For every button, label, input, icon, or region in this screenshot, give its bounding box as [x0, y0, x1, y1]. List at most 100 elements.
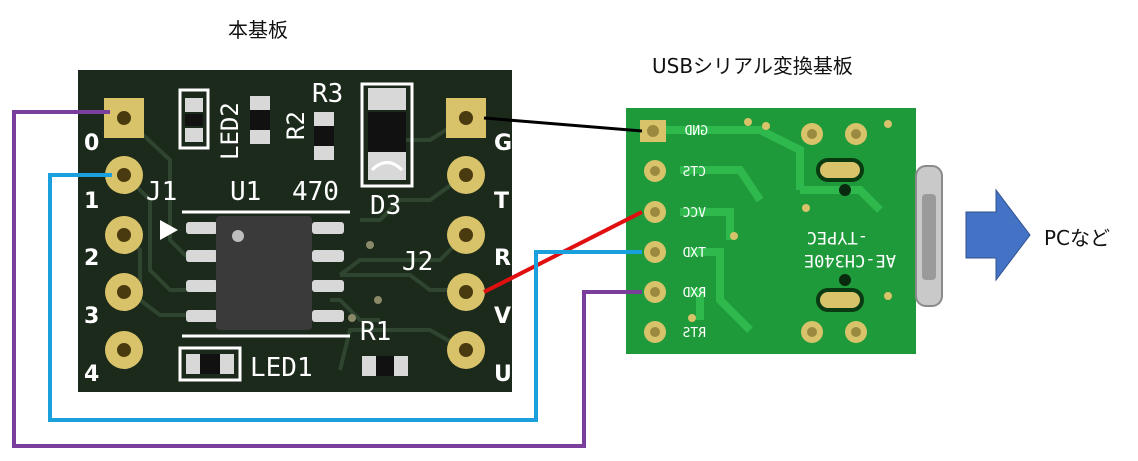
usb-via	[688, 314, 696, 322]
usb-label-rxd: RXD	[682, 286, 706, 301]
usb-via	[762, 122, 770, 130]
usb-shield-slot	[816, 158, 864, 182]
pin-T-hole	[459, 168, 473, 182]
pin-G-hole	[459, 111, 473, 125]
r1-pad-left	[362, 356, 376, 376]
usb-board-type-label: -TYPEC	[807, 227, 868, 247]
pin-label-2: 2	[84, 246, 99, 271]
u1-pin-r3	[312, 280, 344, 292]
d3-pad-bottom	[368, 152, 406, 180]
pin-U-hole	[459, 343, 473, 357]
led1-pad-right	[220, 354, 234, 374]
u1-pin-l4	[186, 310, 218, 322]
pin-label-1: 1	[84, 189, 99, 214]
led1-pad-left	[186, 354, 200, 374]
r3-body	[314, 126, 334, 146]
led1-component: LED1	[178, 346, 313, 383]
via	[348, 314, 356, 322]
wires	[12, 110, 643, 448]
usb-pad-txd-hole	[650, 247, 660, 257]
usb-label-rts: RTS	[683, 326, 706, 341]
u1-chip	[182, 210, 350, 338]
arrow-to-pc-icon	[965, 188, 1031, 282]
usb-via	[884, 120, 892, 128]
usb-pad-rxd-hole	[650, 287, 660, 297]
pin-label-V: V	[494, 304, 511, 329]
led2-pad-top	[185, 98, 203, 112]
via	[374, 296, 382, 304]
u1-pin-l3	[186, 280, 218, 292]
led2-outline	[178, 88, 210, 150]
pin-0-hole	[117, 111, 131, 125]
usb-board-pads	[640, 120, 666, 343]
label-led1: LED1	[250, 353, 313, 383]
usb-via	[744, 118, 752, 126]
usb-conn-hole	[851, 129, 861, 139]
r2-component: R2	[250, 96, 310, 144]
d3-marking	[370, 161, 404, 172]
led1-outline	[178, 346, 242, 382]
led2-component: LED2	[178, 88, 244, 160]
led2-pad-bottom	[185, 128, 203, 142]
label-r3: R3	[312, 79, 343, 109]
u1-pin-l1	[186, 222, 218, 234]
label-r1: R1	[360, 317, 391, 347]
pin-label-0: 0	[84, 131, 99, 156]
usb-label-txd: TXD	[682, 246, 706, 261]
usb-mount-hole	[839, 184, 851, 196]
wire-g-gnd	[483, 116, 643, 133]
usb-pad-gnd-hole	[647, 125, 659, 137]
usb-via	[884, 292, 892, 300]
r1-body	[376, 356, 394, 376]
pin-V-hole	[459, 285, 473, 299]
pin-label-3: 3	[84, 304, 99, 329]
u1-pin-r4	[312, 310, 344, 322]
label-j2: J2	[402, 247, 433, 277]
right-header: G T R V U	[446, 98, 512, 387]
label-470: 470	[292, 177, 339, 207]
r2-pad-top	[250, 96, 270, 110]
u1-pin-r2	[312, 250, 344, 262]
usb-conn-hole	[807, 327, 817, 337]
usb-pad-rts-hole	[650, 327, 660, 337]
r3-component: R3	[312, 79, 343, 160]
r3-pad-bottom	[314, 146, 334, 160]
usb-label-vcc: VCC	[683, 206, 706, 221]
d3-outline	[360, 82, 414, 188]
label-r2: R2	[282, 111, 310, 140]
led2-body	[185, 114, 203, 126]
main-board: 0 1 2 3 4 G T R V U	[78, 70, 512, 392]
usb-label-cts: CTS	[683, 165, 706, 180]
label-led2: LED2	[216, 102, 244, 160]
usb-connector-pads	[688, 118, 892, 343]
usb-pad-vcc-hole	[650, 207, 660, 217]
via	[366, 241, 374, 249]
usb-label-gnd: GND	[684, 124, 708, 139]
pin1-marker-icon	[160, 220, 178, 240]
usb-mount-hole	[839, 274, 851, 286]
pin-3-hole	[117, 285, 131, 299]
usb-board-model-label: AE-CH340E	[804, 250, 896, 270]
usb-pad-cts-hole	[650, 166, 660, 176]
usb-board-pcb	[626, 108, 916, 354]
u1-dot	[232, 230, 244, 242]
r3-pad-top	[314, 112, 334, 126]
usb-via	[802, 204, 810, 212]
r2-pad-bottom	[250, 130, 270, 144]
left-header: 0 1 2 3 4	[84, 98, 144, 387]
r1-component: R1	[360, 317, 408, 376]
pin-4-hole	[117, 343, 131, 357]
usb-board: GND CTS VCC TXD RXD RTS AE-CH340E -TYPEC	[626, 108, 943, 354]
usb-c-connector-icon	[915, 165, 943, 307]
usb-conn-hole	[807, 129, 817, 139]
pin-label-R: R	[494, 246, 511, 271]
u1-body	[216, 216, 312, 330]
u1-pin-r1	[312, 222, 344, 234]
pin-label-4: 4	[84, 362, 99, 387]
d3-body	[368, 112, 406, 152]
d3-component: D3	[360, 82, 414, 221]
pin-label-U: U	[494, 362, 512, 387]
label-j1: J1	[146, 177, 177, 207]
pin-label-T: T	[494, 189, 509, 214]
